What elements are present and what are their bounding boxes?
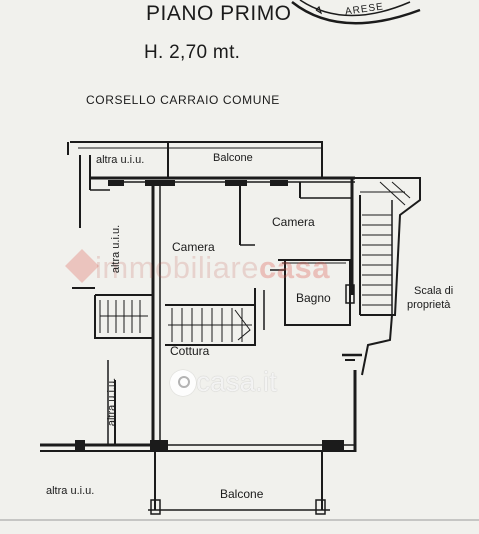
scala-external-wall bbox=[361, 314, 393, 376]
label-cottura: Cottura bbox=[170, 344, 210, 358]
label-altra-uiu-bottom: altra u.i.u. bbox=[46, 485, 95, 497]
stamp-arc-inner bbox=[299, 0, 411, 17]
label-altra-uiu-side-upper: altra u.i.u. bbox=[110, 224, 123, 274]
top-balcony-outline bbox=[70, 141, 323, 178]
label-altra-uiu-side-lower: altra u.i.u. bbox=[106, 377, 119, 427]
bagno-wall bbox=[278, 259, 351, 326]
watermark-immobiliare: immobiliarecasa bbox=[95, 250, 330, 285]
stamp-star bbox=[315, 5, 323, 15]
watermark-casa-logo-icon bbox=[170, 370, 196, 396]
label-scala-line2: proprietà bbox=[407, 299, 451, 311]
label-scala-line1: Scala di bbox=[414, 285, 454, 297]
page-title: PIANO PRIMO bbox=[146, 2, 292, 25]
ceiling-height: H. 2,70 mt. bbox=[144, 42, 241, 63]
corsello-label: CORSELLO CARRAIO COMUNE bbox=[86, 93, 280, 107]
watermark-casa-it: casa.it bbox=[196, 366, 277, 397]
left-stair bbox=[94, 294, 154, 339]
bagno-fixture bbox=[345, 284, 355, 304]
label-camera-left: Camera bbox=[172, 240, 215, 254]
stair-outer bbox=[355, 177, 421, 316]
stamp-arc bbox=[291, 1, 421, 25]
stair-treads bbox=[362, 181, 411, 306]
label-bagno: Bagno bbox=[296, 291, 331, 305]
label-altra-uiu-top: altra u.i.u. bbox=[96, 154, 145, 166]
window-mark bbox=[108, 180, 124, 186]
label-camera-right: Camera bbox=[272, 215, 315, 229]
label-balcone-bottom: Balcone bbox=[220, 487, 264, 501]
label-balcone-top: Balcone bbox=[213, 152, 253, 164]
